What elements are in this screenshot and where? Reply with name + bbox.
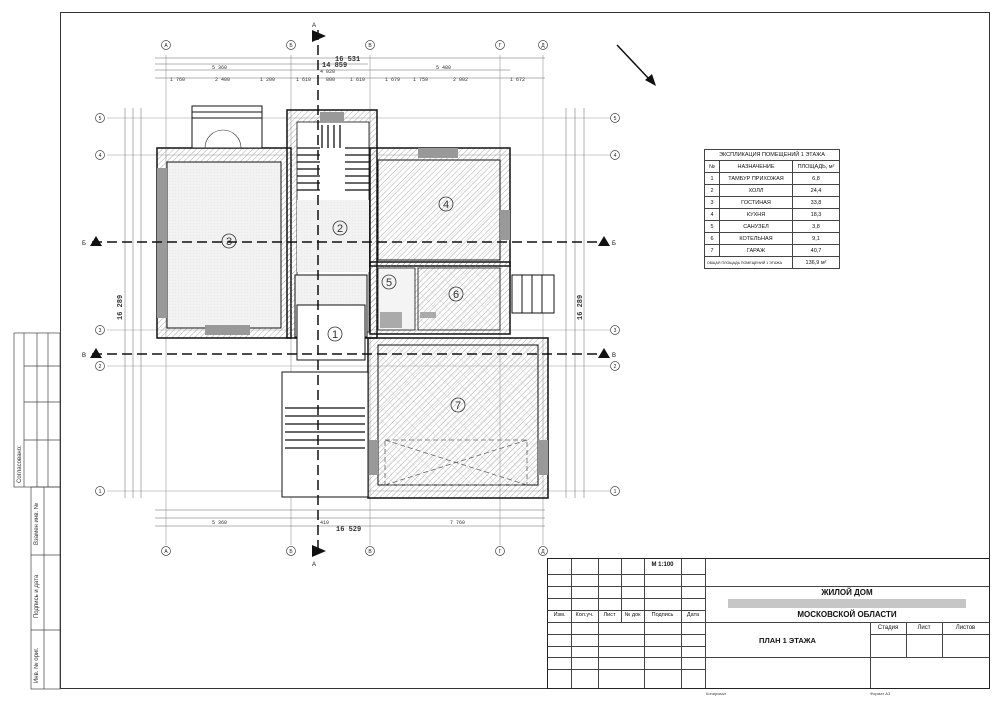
scale-label: М 1:100 [651,562,674,568]
schedule-total-value: 136,9 м² [792,256,840,269]
stamp-approved: Согласовано: [17,445,23,483]
svg-text:Б: Б [289,43,293,49]
svg-text:14 859: 14 859 [322,62,347,70]
svg-text:А: А [312,23,316,29]
svg-text:16 289: 16 289 [577,295,585,320]
schedule-header-area: ПЛОЩАДЬ, м² [792,160,840,173]
svg-text:3: 3 [99,328,102,334]
svg-text:7: 7 [455,400,461,412]
svg-text:6: 6 [453,289,459,301]
svg-text:Д: Д [541,43,545,49]
schedule-header-name: НАЗНАЧЕНИЕ [719,160,793,173]
svg-text:4: 4 [443,199,449,211]
copied-label: Копировал [706,691,727,696]
svg-text:2 002: 2 002 [453,77,468,83]
sheet-title: ПЛАН 1 ЭТАЖА [759,636,816,645]
svg-text:А: А [164,43,168,49]
stamp-replaces: Взамен инв. № [34,502,40,545]
svg-text:2: 2 [614,364,617,370]
svg-text:1 760: 1 760 [170,77,185,83]
svg-text:16 529: 16 529 [336,526,361,534]
svg-text:5 480: 5 480 [436,65,451,71]
svg-text:Д: Д [541,549,545,555]
axis-bubbles: А Б В Г Д А Б В Г Д 5 4 3 2 1 5 4 3 2 1 [95,40,620,556]
svg-text:Г: Г [499,549,502,555]
stamp-signature-date: Подпись и дата [34,574,40,618]
svg-text:В: В [368,43,372,49]
svg-text:А: А [312,562,316,568]
schedule-total-label: ОБЩАЯ ПЛОЩАДЬ ПОМЕЩЕНИЙ 1 ЭТАЖА [704,256,793,269]
format-label: Формат А3 [870,691,891,696]
svg-text:1: 1 [614,489,617,495]
svg-text:1: 1 [332,329,338,341]
room-numbers: 1 2 3 4 5 6 7 [221,196,466,413]
svg-text:1 679: 1 679 [385,77,400,83]
svg-text:1 610: 1 610 [296,77,311,83]
svg-text:1 759: 1 759 [413,77,428,83]
schedule-title: ЭКСПЛИКАЦИЯ ПОМЕЩЕНИЙ 1 ЭТАЖА [704,149,840,161]
sheet-label: Лист [917,625,931,631]
project-title-line2: МОСКОВСКОЙ ОБЛАСТИ [797,610,897,619]
svg-text:16 289: 16 289 [117,295,125,320]
stage-label: Стадия [877,625,899,631]
svg-text:Б: Б [82,241,86,247]
room-schedule-table: ЭКСПЛИКАЦИЯ ПОМЕЩЕНИЙ 1 ЭТАЖА № НАЗНАЧЕН… [704,149,840,269]
svg-text:5: 5 [614,116,617,122]
svg-text:В: В [612,353,616,359]
schedule-header-num: № [704,160,720,173]
svg-text:4: 4 [99,153,102,159]
section-markers: А А Б Б В В [82,23,616,568]
svg-text:1 200: 1 200 [260,77,275,83]
svg-text:4: 4 [614,153,617,159]
sheet-frame [60,12,990,689]
section-lines [92,30,598,555]
svg-text:2 400: 2 400 [215,77,230,83]
svg-text:А: А [164,549,168,555]
svg-text:5 360: 5 360 [212,520,227,526]
title-block: М 1:100 Изм. Кол.уч. Лист № док Подпись … [547,558,990,689]
svg-text:16 531: 16 531 [335,56,360,64]
svg-text:800: 800 [326,77,335,83]
redacted-bar [728,599,966,608]
project-title-line1: ЖИЛОЙ ДОМ [821,588,873,597]
svg-text:5 360: 5 360 [212,65,227,71]
side-stamp-box [13,332,61,690]
svg-text:1 672: 1 672 [510,77,525,83]
svg-text:5: 5 [386,277,392,289]
svg-text:7 760: 7 760 [450,520,465,526]
north-arrow-icon [616,44,656,86]
svg-text:410: 410 [320,520,329,526]
svg-text:Г: Г [499,43,502,49]
sheets-label: Листов [955,625,976,631]
svg-text:5: 5 [99,116,102,122]
dimension-lines [124,57,585,527]
svg-text:1: 1 [99,489,102,495]
svg-text:Б: Б [612,241,616,247]
svg-text:В: В [82,353,86,359]
svg-text:4 020: 4 020 [320,69,335,75]
svg-text:2: 2 [337,223,343,235]
stamp-inv-orig: Инв. № ориг. [34,647,40,683]
svg-text:В: В [368,549,372,555]
svg-text:Б: Б [289,549,293,555]
svg-text:3: 3 [614,328,617,334]
svg-text:1 610: 1 610 [350,77,365,83]
svg-text:2: 2 [99,364,102,370]
schedule-total-row: ОБЩАЯ ПЛОЩАДЬ ПОМЕЩЕНИЙ 1 ЭТАЖА 136,9 м² [704,256,840,269]
